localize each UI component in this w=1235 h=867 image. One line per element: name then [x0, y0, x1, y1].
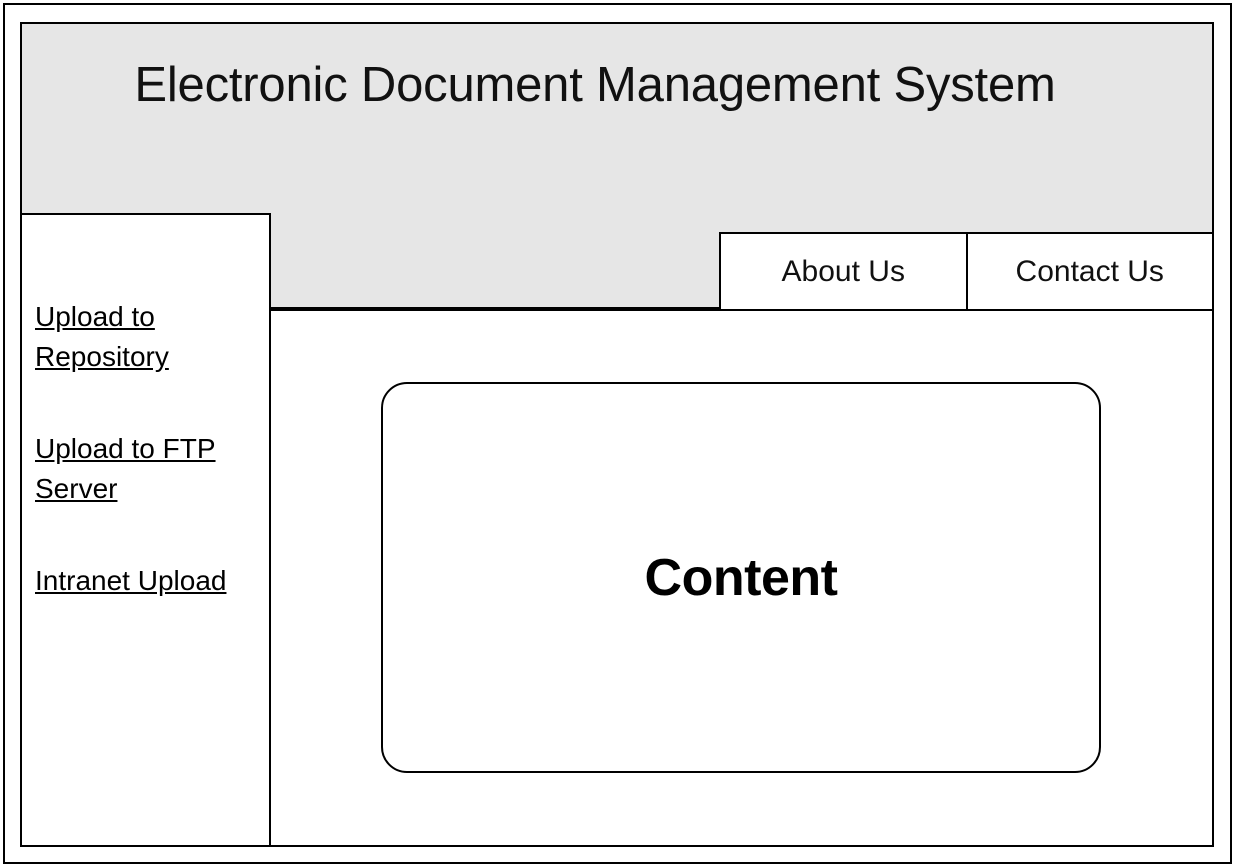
sidebar-link-intranet-upload[interactable]: Intranet Upload: [35, 565, 227, 596]
sidebar-link-upload-to-ftp-server[interactable]: Upload to FTP Server: [35, 433, 216, 504]
tab-contact-us[interactable]: Contact Us: [966, 232, 1214, 311]
sidebar: Upload to Repository Upload to FTP Serve…: [20, 213, 271, 847]
sidebar-link-upload-to-repository[interactable]: Upload to Repository: [35, 301, 169, 372]
top-navigation: About Us Contact Us: [719, 232, 1214, 311]
content-placeholder-label: Content: [644, 548, 838, 607]
tab-contact-us-label: Contact Us: [1015, 254, 1164, 288]
tab-about-us[interactable]: About Us: [719, 232, 968, 311]
sidebar-nav-list: Upload to Repository Upload to FTP Serve…: [35, 297, 261, 601]
tab-about-us-label: About Us: [781, 254, 905, 288]
page-title: Electronic Document Management System: [134, 58, 1056, 112]
content-placeholder: Content: [381, 382, 1101, 773]
